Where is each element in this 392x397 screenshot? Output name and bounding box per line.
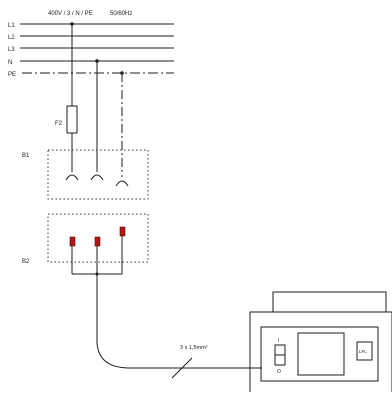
cable-label: 3 x 1,5mm²	[180, 345, 208, 351]
bus-lines	[20, 23, 174, 74]
socket-contacts	[65, 174, 129, 187]
plug-pin-n	[94, 236, 101, 247]
socket-block-b1	[47, 149, 149, 200]
supply-spec: 400V / 3 / N / PE	[48, 11, 93, 17]
device-panel	[260, 326, 379, 382]
indicator-label: LFL	[359, 349, 367, 354]
bus-label-pe: PE	[8, 72, 16, 78]
device-indicator-box	[356, 341, 373, 361]
plug-wires	[71, 236, 262, 379]
plug-pins	[69, 226, 126, 247]
device-unit	[249, 291, 392, 395]
socket-contact-pe	[115, 180, 129, 187]
drop-wires	[71, 24, 123, 177]
block-label-b1: B1	[22, 153, 30, 159]
plug-pin-pe	[119, 226, 126, 237]
block-label-b2: B2	[22, 259, 30, 265]
switch-off-label: O	[277, 369, 281, 375]
bus-label-l3: L3	[8, 47, 15, 53]
bus-label-l1: L1	[8, 23, 15, 29]
socket-contact-n	[90, 174, 104, 181]
device-body	[249, 311, 392, 395]
fuse-symbol	[66, 105, 78, 134]
device-display	[297, 332, 345, 376]
plug-pin-l	[69, 236, 76, 247]
plug-block-b2	[47, 213, 149, 263]
cable-cross-mark	[171, 357, 193, 379]
device-top	[272, 291, 387, 313]
main-cable	[96, 274, 262, 369]
bus-label-l2: L2	[8, 35, 15, 41]
bus-label-n: N	[8, 60, 12, 66]
fuse-label: F2	[55, 121, 63, 127]
junction-dot-cable	[95, 272, 99, 276]
socket-contact-l	[65, 174, 79, 181]
switch-on-label: I	[278, 338, 279, 344]
frequency-spec: 50/60Hz	[110, 11, 132, 17]
